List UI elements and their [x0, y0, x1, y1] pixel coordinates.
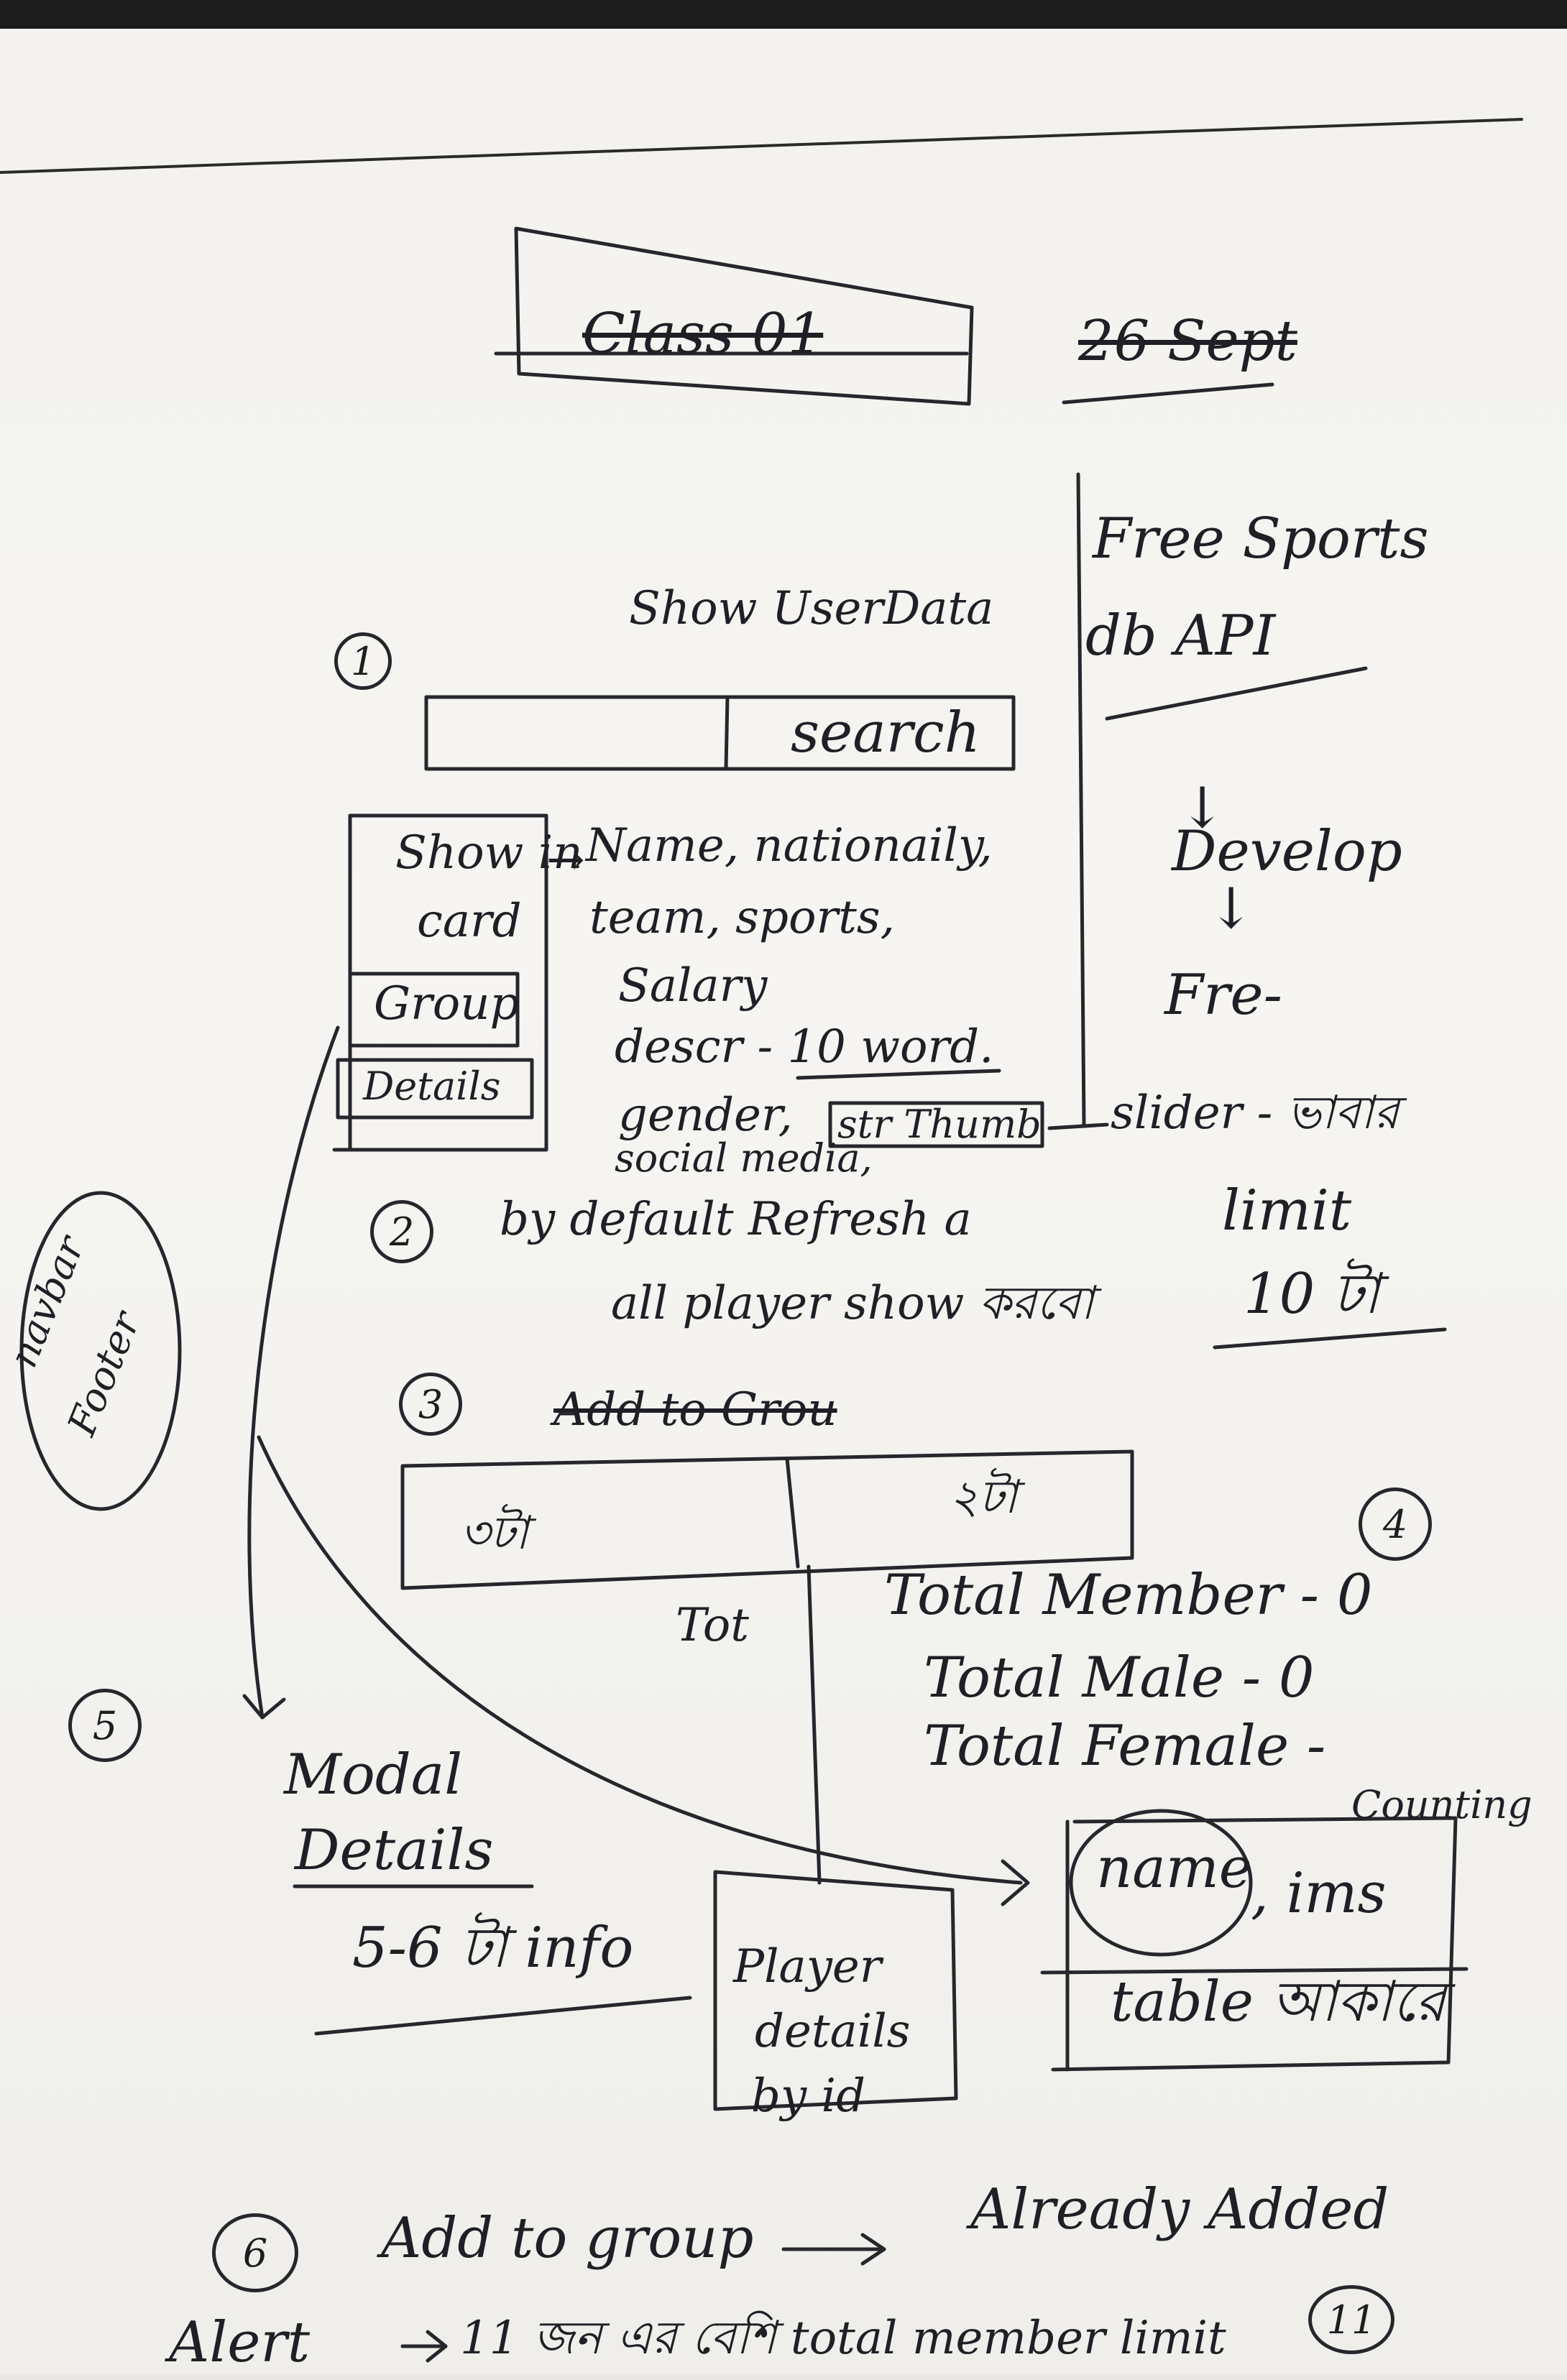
group-table-divider [785, 1457, 800, 1569]
vertical-connector [807, 1564, 822, 1885]
field-line-2: team, sports, [589, 891, 895, 944]
slider-note: slider - ভাবার [1111, 1087, 1400, 1140]
section-5-number: 5 [68, 1689, 142, 1762]
group-table-outline [400, 1449, 1134, 1590]
api-underline [1105, 666, 1368, 721]
thumb-arrow [1047, 1122, 1109, 1130]
card-arrow-icon: → [546, 834, 585, 887]
api-line2: db API [1085, 604, 1276, 668]
group-button: Group [374, 977, 520, 1030]
group-right-count: ২টা [949, 1471, 1018, 1524]
page-top-edge [0, 0, 1567, 29]
name-label: name [1096, 1836, 1252, 1901]
name-table-outline [1051, 1816, 1458, 2072]
add-to-group: Add to group [381, 2206, 754, 2271]
name-table-row-line [1040, 1967, 1469, 1975]
details-to-table-arrow [257, 1435, 1023, 1885]
limit-underline [1213, 1327, 1447, 1350]
limit-text: 11 জন এর বেশি total member limit [460, 2312, 1226, 2365]
limit-line1: limit [1222, 1179, 1352, 1243]
player-box [713, 1870, 958, 2111]
down-arrow-1-icon: ↓ [1179, 776, 1226, 841]
card-outline [332, 813, 548, 1152]
class-title: Class 01 [582, 302, 824, 366]
details-box [336, 1058, 534, 1120]
total-member: Total Member - 0 [884, 1563, 1373, 1628]
api-line1: Free Sports [1093, 507, 1429, 571]
vertical-divider [1076, 472, 1086, 1127]
field-line-1: Name, nationaily, [586, 819, 993, 872]
field-line-6: social media, [615, 1135, 873, 1181]
total-male: Total Male - 0 [924, 1646, 1315, 1710]
player-box-line2: details [755, 2005, 911, 2058]
card-label-line2: card [417, 895, 522, 948]
already-added: Already Added [970, 2177, 1389, 2242]
section-2-line1: by default Refresh a [500, 1193, 972, 1246]
player-box-line1: Player [733, 1940, 882, 1993]
class-title-box [514, 226, 974, 406]
limit-line2: 10 টা [1244, 1262, 1380, 1327]
limit-count-circle: 11 [1308, 2285, 1394, 2354]
card-label-line1: Show in [395, 826, 583, 880]
modal-line2: Details [295, 1818, 494, 1883]
table-label: table আকারে [1111, 1970, 1446, 2034]
section-3-title: Add to Grou [553, 1383, 837, 1436]
tot-label: Tot [676, 1599, 749, 1652]
navbar-footer-ellipse [19, 1191, 182, 1511]
info-underline [314, 1996, 692, 2036]
modal-info: 5-6 টা info [352, 1916, 634, 1980]
ims-label: , ims [1251, 1861, 1387, 1926]
section-3-number: 3 [399, 1373, 462, 1436]
details-button: Details [363, 1064, 501, 1109]
date-underline [1062, 382, 1274, 405]
field-line-3: Salary [618, 959, 768, 1013]
thumb-label: str Thumb [837, 1102, 1042, 1147]
section-1-number: 1 [334, 632, 392, 690]
search-bar-divider [724, 695, 730, 771]
modal-line1: Modal [284, 1743, 463, 1807]
section-2-line2: all player show করবো [611, 1277, 1094, 1330]
free-label: Fre- [1164, 963, 1282, 1028]
search-bar-outline [424, 695, 1016, 771]
section-6-number: 6 [212, 2213, 298, 2292]
class-date: 26 Sept [1078, 309, 1297, 374]
group-left-count: ৩টা [460, 1507, 529, 1560]
player-box-line3: by id [751, 2070, 865, 2123]
section-2-number: 2 [370, 1200, 433, 1263]
search-button: search [791, 701, 980, 765]
section-4-number: 4 [1359, 1488, 1432, 1561]
field-line-5: gender, [618, 1089, 793, 1142]
develop-label: Develop [1172, 819, 1402, 884]
total-female: Total Female - [924, 1714, 1326, 1779]
down-arrow-2-icon: ↓ [1208, 877, 1255, 941]
group-box [348, 972, 520, 1048]
thumb-box [828, 1101, 1044, 1148]
counting-label: Counting [1351, 1782, 1532, 1827]
details-to-modal-arrow [247, 1025, 340, 1720]
alert-label: Alert [169, 2310, 311, 2375]
field-line-4: descr - 10 word. [615, 1020, 994, 1074]
section-1-title: Show UserData [629, 582, 994, 635]
word-underline [796, 1069, 1001, 1080]
name-ellipse [1069, 1809, 1253, 1957]
